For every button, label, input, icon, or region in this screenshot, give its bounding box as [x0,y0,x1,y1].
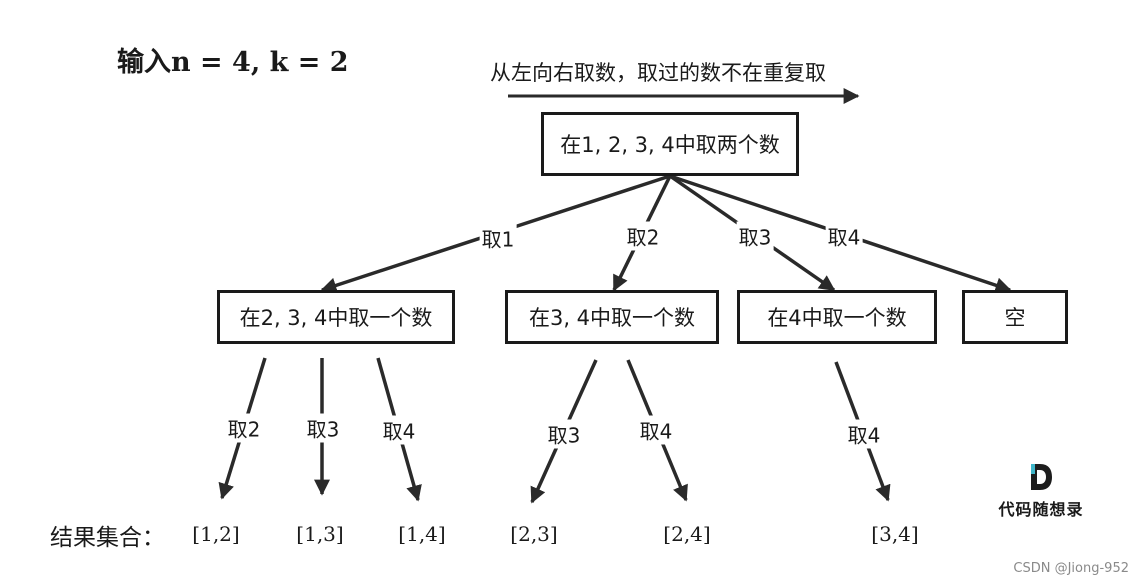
result-item: [2,4] [663,522,711,546]
node-take-4-empty: 空 [962,290,1068,344]
problem-input: 输入n = 4, k = 2 [117,40,349,79]
result-item: [3,4] [871,522,919,546]
result-item: [1,4] [398,522,446,546]
edge-label-b-2: 取4 [637,415,675,445]
edge-label-a-2: 取3 [304,413,342,443]
watermark: CSDN @Jiong-952 [1013,561,1129,576]
problem-input-formula: n = 4, k = 2 [171,47,349,78]
edge-label-root-1: 取1 [479,223,517,253]
result-item: [1,3] [296,522,344,546]
edge-label-root-3: 取3 [736,221,774,251]
direction-note: 从左向右取数，取过的数不在重复取 [490,61,826,85]
edge-label-a-3: 取4 [380,415,418,445]
logo-d-icon [1031,464,1052,490]
edge-label-root-2: 取2 [624,221,662,251]
edge-label-a-1: 取2 [225,413,263,443]
problem-input-prefix: 输入 [117,47,171,78]
logo-text: 代码随想录 [998,500,1084,519]
node-take-1: 在2, 3, 4中取一个数 [217,290,455,344]
edge-label-root-4: 取4 [825,221,863,251]
result-item: [1,2] [192,522,240,546]
node-take-2: 在3, 4中取一个数 [505,290,719,344]
node-take-3: 在4中取一个数 [737,290,937,344]
edge-label-c-1: 取4 [845,419,883,449]
results-label: 结果集合： [50,525,165,551]
brand-logo: 代码随想录 [986,462,1096,524]
root-node: 在1, 2, 3, 4中取两个数 [541,112,799,176]
result-item: [2,3] [510,522,558,546]
edge-label-b-1: 取3 [545,419,583,449]
